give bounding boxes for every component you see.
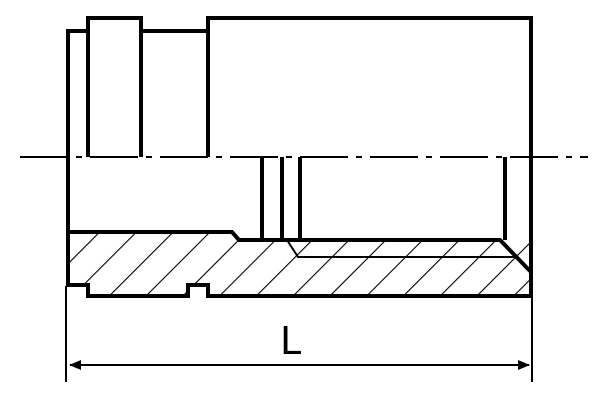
extension-lines [65,286,533,382]
cross-hole [260,157,302,240]
hatched-section [66,230,533,298]
dimension-label-length: L [280,319,302,363]
outer-profile [66,16,533,157]
